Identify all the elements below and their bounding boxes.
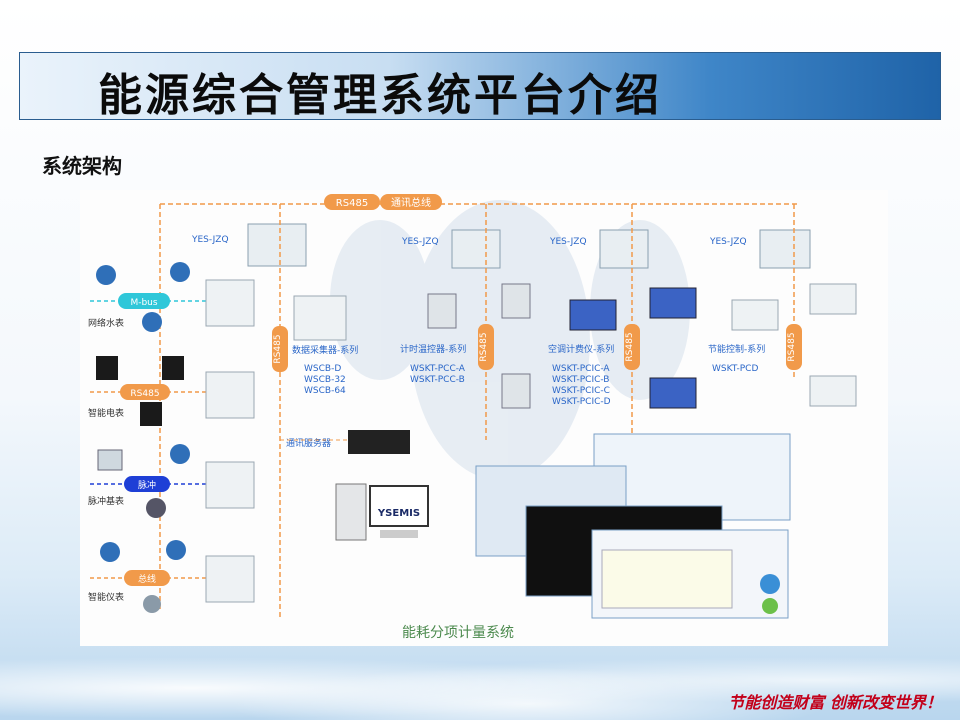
energy-ctrl-device-3	[809, 375, 857, 407]
pulse-meter-label: 脉冲基表	[88, 495, 124, 507]
software-screens	[475, 433, 791, 619]
energy-ctrl-device	[731, 299, 779, 331]
controller-label-2: YES-JZQ	[401, 237, 439, 247]
energy-ctrl-model-1: WSKT-PCD	[712, 364, 758, 374]
rs485-vertical-1: RS485	[273, 334, 283, 363]
diagram-footer: 能耗分项计量系统	[402, 625, 514, 641]
instrument-icon	[100, 542, 120, 562]
ac-meter-model-4: WSKT-PCIC-D	[552, 397, 611, 407]
water-meter-icon-3	[142, 312, 162, 332]
pulse-tag	[124, 476, 170, 492]
meter-section: M-bus 网络水表 RS485 智能电表 脉冲 脉冲基表 总线 智能仪表	[88, 262, 255, 613]
collector-title: 数据采集器-系列	[292, 344, 358, 356]
cloud-decoration	[0, 640, 960, 720]
thermostat-device	[427, 293, 457, 329]
comm-bus-label: 通讯总线	[391, 196, 431, 209]
collector-box-4	[205, 555, 255, 603]
comm-server-label: 通讯服务器	[286, 437, 331, 449]
pc-tower-icon	[335, 483, 367, 541]
controller-label-3: YES-JZQ	[549, 237, 587, 247]
screen-bar-chart	[601, 549, 733, 609]
bus-tag	[124, 570, 170, 586]
diagram-svg: RS485 通讯总线 YES-JZQ YES-JZQ YES-JZQ YES-J…	[88, 194, 857, 641]
controller-box-3	[599, 229, 649, 269]
rs485-top-label: RS485	[336, 198, 368, 209]
monitor-icon	[369, 485, 429, 527]
controller-group: YES-JZQ YES-JZQ YES-JZQ YES-JZQ	[191, 223, 811, 269]
ac-meter-model-1: WSKT-PCIC-A	[552, 364, 610, 374]
screen-pie-chart-2	[762, 598, 778, 614]
power-meter-icon-3	[140, 402, 162, 426]
controller-box-1	[247, 223, 307, 267]
comm-server-device	[348, 430, 410, 454]
instrument-icon-3	[143, 595, 161, 613]
controller-box-2	[451, 229, 501, 269]
ac-meter-model-2: WSKT-PCIC-B	[552, 375, 610, 385]
collector-box-3	[205, 461, 255, 509]
collector-model-3: WSCB-64	[304, 386, 346, 396]
rs485-meter-tag	[120, 384, 170, 400]
controller-label-1: YES-JZQ	[191, 235, 229, 245]
ac-meter-device-3	[649, 377, 697, 409]
screen-pie-chart	[760, 574, 780, 594]
pulse-label: 脉冲	[138, 479, 156, 491]
thermostat-model-1: WSKT-PCC-A	[410, 364, 466, 374]
mbus-tag	[118, 293, 170, 309]
ac-meter-device-2	[649, 287, 697, 319]
mbus-label: M-bus	[130, 298, 157, 308]
thermostat-title: 计时温控器-系列	[400, 343, 466, 355]
comm-bus-tag	[380, 194, 442, 210]
slogan: 节能创造财富 创新改变世界！	[728, 693, 942, 712]
water-meter-icon	[96, 265, 116, 285]
architecture-diagram: RS485 通讯总线 YES-JZQ YES-JZQ YES-JZQ YES-J…	[80, 190, 888, 646]
ac-meter-title: 空调计费仪-系列	[548, 343, 614, 355]
rs485-vertical-3: RS485	[625, 332, 635, 361]
thermostat-model-2: WSKT-PCC-B	[410, 375, 465, 385]
energy-ctrl-title: 节能控制-系列	[708, 343, 765, 355]
power-meter-icon-2	[162, 356, 184, 380]
rs485-tag-top	[324, 194, 380, 210]
collector-box-1	[205, 279, 255, 327]
thermostat-device-3	[501, 373, 531, 409]
title-banner: 能源综合管理系统平台介绍	[19, 52, 941, 121]
keyboard-icon	[380, 530, 418, 538]
ac-meter-model-3: WSKT-PCIC-C	[552, 386, 610, 396]
pulse-meter-icon-3	[146, 498, 166, 518]
collector-box-2	[205, 371, 255, 419]
water-meter-label: 网络水表	[88, 317, 124, 329]
monitor-logo: YSEMIS	[377, 508, 420, 519]
collector-model-2: WSCB-32	[304, 375, 346, 385]
ac-meter-device	[569, 299, 617, 331]
instrument-label: 智能仪表	[88, 591, 124, 603]
controller-label-4: YES-JZQ	[709, 237, 747, 247]
energy-ctrl-device-2	[809, 283, 857, 315]
thermostat-device-2	[501, 283, 531, 319]
bus-label: 总线	[138, 573, 156, 585]
collector-device	[293, 295, 347, 341]
water-meter-icon-2	[170, 262, 190, 282]
rs485-vertical-2: RS485	[479, 332, 489, 361]
slide-title: 能源综合管理系统平台介绍	[98, 70, 662, 121]
controller-box-4	[759, 229, 811, 269]
rs485-vertical-4: RS485	[787, 332, 797, 361]
instrument-icon-2	[166, 540, 186, 560]
section-subtitle: 系统架构	[42, 154, 122, 178]
power-meter-icon	[96, 356, 118, 380]
pulse-meter-icon-2	[170, 444, 190, 464]
rs485-meter-label: RS485	[130, 389, 159, 399]
collector-model-1: WSCB-D	[304, 364, 341, 374]
pulse-meter-icon	[97, 449, 123, 471]
power-meter-label: 智能电表	[88, 407, 124, 419]
rs485-vertical-tags: RS485 RS485 RS485 RS485	[272, 324, 802, 372]
